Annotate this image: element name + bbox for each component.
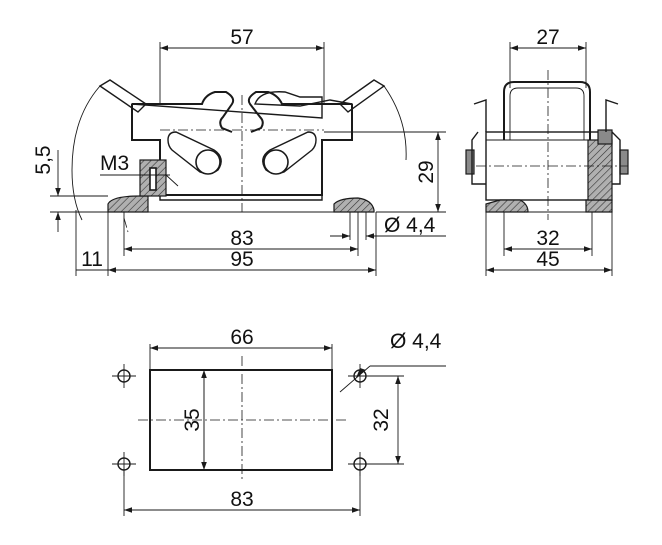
dim-cutout-32-label: 32 (370, 408, 393, 431)
dim-front-95: 95 11 (75, 210, 377, 276)
dim-front-hole-label: Ø 4,4 (384, 214, 436, 237)
side-view: 27 32 45 (465, 26, 629, 276)
dim-cutout-66-label: 66 (230, 326, 253, 349)
front-view: 57 29 5,5 M3 Ø (32, 26, 446, 276)
left-latch-lever (98, 79, 148, 113)
dim-cutout-hole: Ø 4,4 (339, 330, 446, 393)
housing-body (71, 79, 407, 233)
dim-front-95-label: 95 (230, 248, 253, 271)
dim-front-hole: Ø 4,4 (330, 212, 446, 240)
right-flange (333, 197, 375, 213)
mounting-hole-top-left (112, 364, 136, 388)
right-locking-peg (262, 131, 317, 175)
dim-front-83-label: 83 (230, 227, 253, 250)
dim-front-5-5: 5,5 (32, 145, 108, 232)
dim-cutout-hole-label: Ø 4,4 (390, 330, 442, 353)
side-section (587, 139, 613, 201)
dim-front-m3-label: M3 (100, 152, 129, 175)
side-right-clip (619, 149, 629, 175)
side-hood (503, 81, 591, 140)
side-base-left (485, 199, 529, 213)
dim-cutout-66: 66 (149, 326, 333, 370)
dim-cutout-35-label: 35 (181, 408, 204, 431)
dim-side-45-label: 45 (536, 248, 559, 271)
cutout-view: 66 Ø 4,4 35 32 83 (112, 326, 446, 516)
dim-front-57-label: 57 (230, 26, 253, 49)
dim-front-11-label: 11 (81, 248, 103, 271)
dim-side-32: 32 (503, 212, 593, 256)
dim-front-83: 83 (123, 212, 359, 256)
dim-cutout-35: 35 (181, 370, 207, 470)
dim-cutout-83-label: 83 (230, 488, 253, 511)
dim-side-27-label: 27 (536, 26, 559, 49)
dim-front-57: 57 (159, 26, 325, 104)
dim-side-32-label: 32 (536, 227, 559, 250)
side-left-clip (465, 149, 475, 175)
left-locking-peg (167, 131, 222, 175)
dim-cutout-83: 83 (123, 470, 361, 516)
right-latch-lever (338, 79, 386, 113)
dim-side-45: 45 (485, 212, 613, 276)
dim-front-5-5-label: 5,5 (32, 145, 55, 174)
dim-side-27: 27 (509, 26, 587, 88)
side-base-right (585, 199, 613, 213)
dim-cutout-32: 32 (366, 375, 404, 465)
left-flange (107, 195, 149, 213)
dim-front-m3: M3 (100, 152, 179, 187)
dim-front-29-label: 29 (415, 160, 438, 183)
dim-front-29: 29 (324, 131, 446, 213)
